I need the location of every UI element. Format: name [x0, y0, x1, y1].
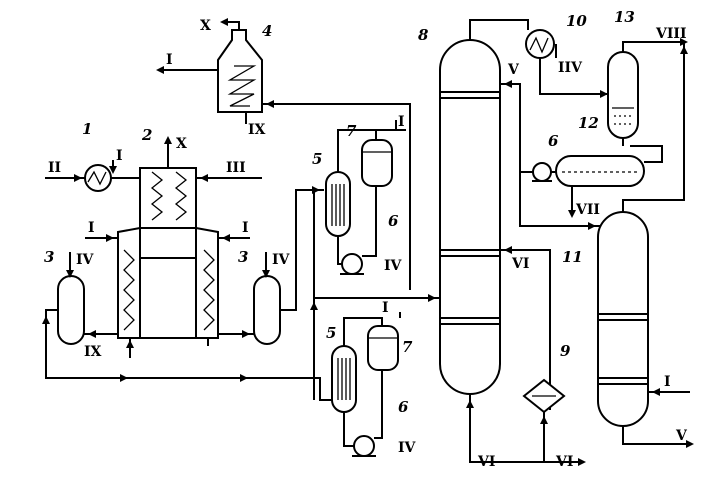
drum-12	[555, 155, 645, 187]
stream-VIII-out: VIII	[655, 26, 687, 42]
stream-IIV-hx10: IIV	[558, 60, 583, 76]
label-10: 10	[566, 12, 587, 30]
stream-I-cond7-bottom: I	[382, 300, 389, 316]
label-6-lower: 6	[398, 398, 409, 416]
separator-3-left	[57, 275, 85, 345]
condenser-5-upper	[325, 171, 351, 237]
label-1: 1	[82, 120, 92, 138]
label-12: 12	[578, 114, 599, 132]
pump-6-col8	[532, 162, 552, 182]
stream-VI-bottom-left: VI	[477, 454, 495, 470]
stream-I-left-convection: I	[88, 220, 95, 236]
stream-I-col11: I	[664, 374, 671, 390]
label-13: 13	[614, 8, 635, 26]
label-6-upper: 6	[388, 212, 399, 230]
drum-7-upper	[361, 139, 393, 187]
stream-IX-bottom4: IX	[248, 122, 266, 138]
stream-IV-sep3-right: IV	[272, 252, 291, 268]
stream-I-left4: I	[166, 52, 173, 68]
heater-1	[84, 164, 112, 192]
stream-I-right-convection: I	[242, 220, 249, 236]
stream-I-cond7-top: I	[398, 114, 405, 130]
stream-VI-bottom-right: VI	[555, 454, 573, 470]
pump-6-upper	[340, 253, 364, 275]
stream-IV-sep3-left: IV	[76, 252, 95, 268]
pump-6-lower	[352, 435, 376, 457]
drum-7-lower	[367, 325, 399, 371]
column-8	[439, 39, 501, 395]
separator-13	[607, 51, 639, 139]
reboiler-9	[522, 378, 566, 414]
stream-II-inlet: II	[48, 160, 61, 176]
label-5-upper: 5	[312, 150, 322, 168]
label-8: 8	[418, 26, 429, 44]
label-5-lower: 5	[326, 324, 336, 342]
column-11	[597, 211, 649, 427]
stream-IV-pump6-top: IV	[384, 258, 403, 274]
label-7-lower: 7	[402, 338, 413, 356]
stream-V-col8: V	[507, 62, 520, 78]
stream-I-hx1: I	[116, 148, 123, 164]
label-2: 2	[141, 126, 152, 144]
label-9: 9	[560, 342, 571, 360]
stream-V-col11: V	[675, 428, 688, 444]
stream-IV-pump6-bottom: IV	[398, 440, 417, 456]
exchanger-4	[217, 29, 263, 113]
label-7-upper: 7	[346, 122, 357, 140]
label-6-col8: 6	[548, 132, 559, 150]
stream-VII-out: VII	[575, 202, 600, 218]
stream-X-top4: X	[200, 18, 211, 34]
label-4: 4	[262, 22, 272, 40]
label-11: 11	[562, 248, 583, 266]
stream-X-top2: X	[176, 136, 187, 152]
furnace-2	[117, 167, 219, 339]
label-3-left: 3	[44, 248, 54, 266]
condenser-10	[525, 29, 555, 59]
stream-VI-mid: VI	[511, 256, 529, 272]
condenser-5-lower	[331, 345, 357, 413]
stream-III-inlet: III	[226, 160, 246, 176]
separator-3-right	[253, 275, 281, 345]
label-3-right: 3	[238, 248, 248, 266]
stream-IX-bottom-furnace: IX	[84, 344, 102, 360]
